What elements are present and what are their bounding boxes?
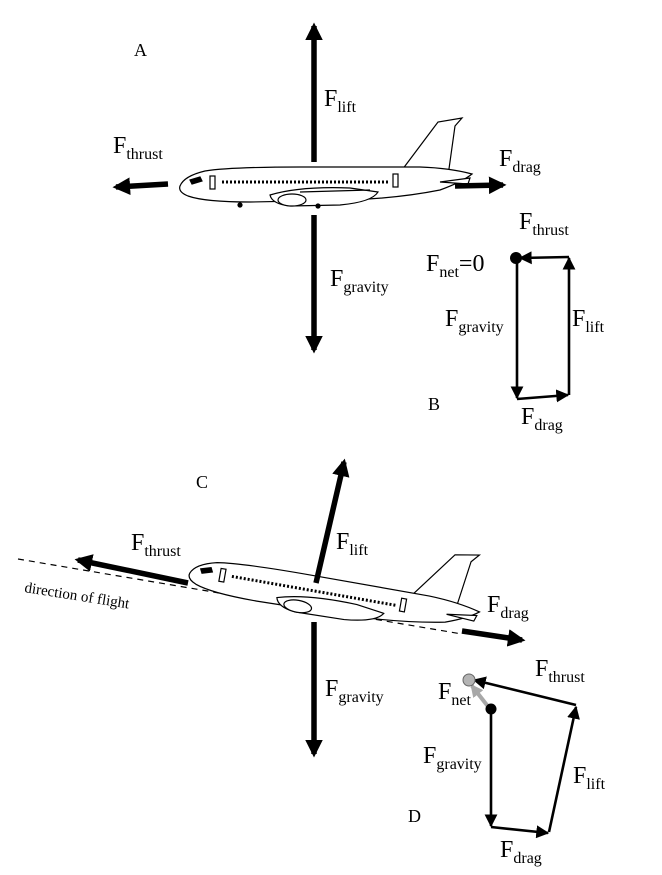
panel-label-b: B (428, 394, 440, 414)
drag-label: Fdrag (499, 146, 541, 176)
gravity-label: Fgravity (330, 266, 389, 296)
net-vector-label: Fnet (438, 679, 471, 709)
thrust-label: Fthrust (113, 133, 163, 163)
lift-vector-label: Flift (572, 306, 605, 336)
drag-arrow (454, 176, 507, 195)
airplane-level (179, 117, 474, 209)
panel-label-c: C (196, 472, 208, 492)
drag-vector-label: Fdrag (521, 404, 563, 434)
panel-label-a: A (134, 40, 147, 60)
drag-vector-label-tilted: Fdrag (500, 837, 542, 867)
net-zero-label: Fnet=0 (426, 251, 484, 281)
net-force-arrow (470, 683, 492, 711)
drag-arrow-tilted (461, 628, 526, 647)
net-force-origin-dot (510, 252, 522, 264)
lift-arrow-tilted (313, 458, 350, 584)
net-force-tail-dot (485, 703, 497, 715)
vector-sum-balanced (510, 251, 576, 403)
lift-label: Flift (324, 86, 357, 116)
gravity-vector-label-tilted: Fgravity (423, 743, 482, 773)
thrust-vector-label: Fthrust (519, 209, 569, 239)
lift-vector-label-tilted: Flift (573, 763, 606, 793)
thrust-arrow (112, 177, 169, 195)
drag-label-tilted: Fdrag (487, 592, 529, 622)
panel-label-d: D (408, 806, 421, 826)
gravity-label-tilted: Fgravity (325, 676, 384, 706)
airplane-tilted (188, 554, 482, 623)
gravity-vector-label: Fgravity (445, 306, 504, 336)
thrust-label-tilted: Fthrust (131, 530, 181, 560)
net-force-head-dot (462, 673, 476, 687)
thrust-arrow-tilted (74, 554, 189, 586)
vector-sum-unbalanced (472, 676, 580, 839)
thrust-vector-label-tilted: Fthrust (535, 656, 585, 686)
direction-of-flight-label: direction of flight (23, 580, 131, 612)
lift-label-tilted: Flift (336, 529, 369, 559)
